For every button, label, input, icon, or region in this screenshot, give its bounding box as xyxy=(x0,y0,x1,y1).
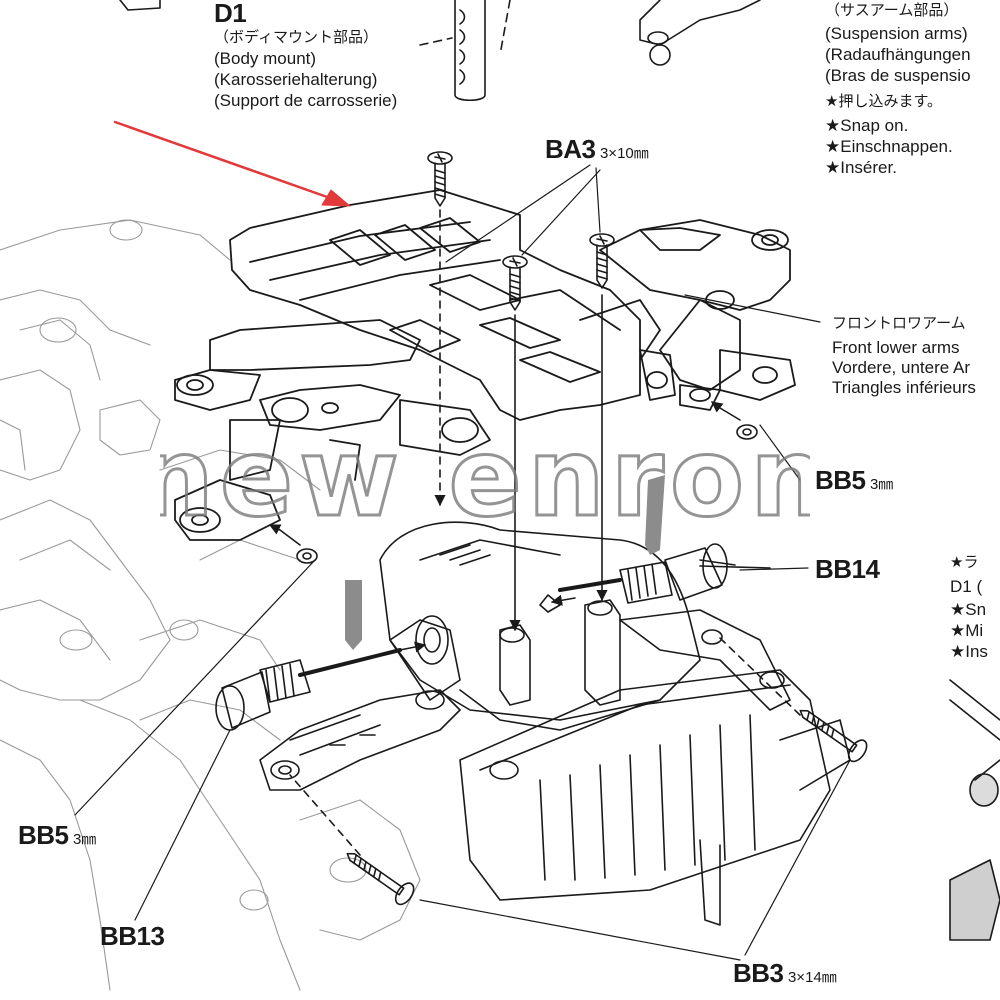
label-d1-jp: （ボディマウント部品） xyxy=(214,28,378,46)
label-snap-fr: ★Insérer. xyxy=(825,158,897,177)
label-ba3-size: 3×10㎜ xyxy=(599,145,649,162)
label-suspension-en: (Suspension arms) xyxy=(825,24,968,43)
label-bb3: BB3 3×14㎜ xyxy=(733,960,837,986)
left-lower-arm xyxy=(259,689,461,791)
gear-cover xyxy=(459,669,851,926)
label-ba3-part: BA3 xyxy=(545,134,596,164)
label-right-partial-5: ★Ins xyxy=(950,642,988,661)
label-suspension-de: (Radaufhängungen xyxy=(825,45,971,64)
insertion-guides xyxy=(434,209,608,632)
leader-lines xyxy=(74,164,851,961)
label-right-partial-3: ★Sn xyxy=(950,600,987,619)
screws-ba3 xyxy=(427,151,615,311)
label-snap-de: ★Einschnappen. xyxy=(825,137,953,156)
highlight-arrow xyxy=(113,120,351,207)
label-front-lower-jp: フロントロワアーム xyxy=(832,314,966,332)
label-snap-jp: ★押し込みます。 xyxy=(825,92,942,110)
screws-bb3 xyxy=(289,637,868,906)
cup-joint-bb14 xyxy=(539,543,771,613)
label-snap-en: ★Snap on. xyxy=(825,116,909,135)
cup-joint-bb13 xyxy=(215,641,427,731)
label-bb3-part: BB3 xyxy=(733,958,784,988)
label-right-partial-4: ★Mi xyxy=(950,621,984,640)
label-bb5-right: BB5 3㎜ xyxy=(815,467,893,493)
label-bb5-left: BB5 3㎜ xyxy=(18,822,96,848)
label-bb5-right-part: BB5 xyxy=(815,465,866,495)
label-front-lower-fr: Triangles inférieurs xyxy=(832,378,976,397)
label-d1-fr: (Support de carrosserie) xyxy=(214,91,398,110)
label-bb13: BB13 xyxy=(100,921,165,951)
label-suspension-fr: (Bras de suspensio xyxy=(825,66,971,85)
suspension-mount xyxy=(174,189,796,541)
label-right-partial-2: D1 ( xyxy=(950,577,983,596)
detail-inset xyxy=(949,679,1000,941)
gearbox-housing xyxy=(379,521,701,731)
label-bb5-left-size: 3㎜ xyxy=(72,831,97,848)
label-bb5-right-size: 3㎜ xyxy=(869,476,894,493)
label-d1-en: (Body mount) xyxy=(214,49,317,68)
label-bb5-left-part: BB5 xyxy=(18,820,69,850)
washers-bb5 xyxy=(268,401,758,564)
label-right-partial-1: ★ラ xyxy=(950,553,979,571)
label-bb14: BB14 xyxy=(815,554,880,584)
right-lower-arm xyxy=(619,609,791,711)
label-d1-de: (Karosseriehalterung) xyxy=(214,70,378,89)
label-front-lower-de: Vordere, untere Ar xyxy=(832,358,970,377)
label-front-lower-en: Front lower arms xyxy=(832,338,960,357)
body-mount-post xyxy=(419,0,511,102)
label-d1: D1 xyxy=(214,0,247,28)
label-suspension-jp: （サスアーム部品） xyxy=(825,1,959,19)
label-bb3-size: 3×14㎜ xyxy=(787,969,837,986)
grease-markers xyxy=(345,475,665,650)
suspension-arm-part xyxy=(119,0,761,66)
label-ba3: BA3 3×10㎜ xyxy=(545,136,649,162)
